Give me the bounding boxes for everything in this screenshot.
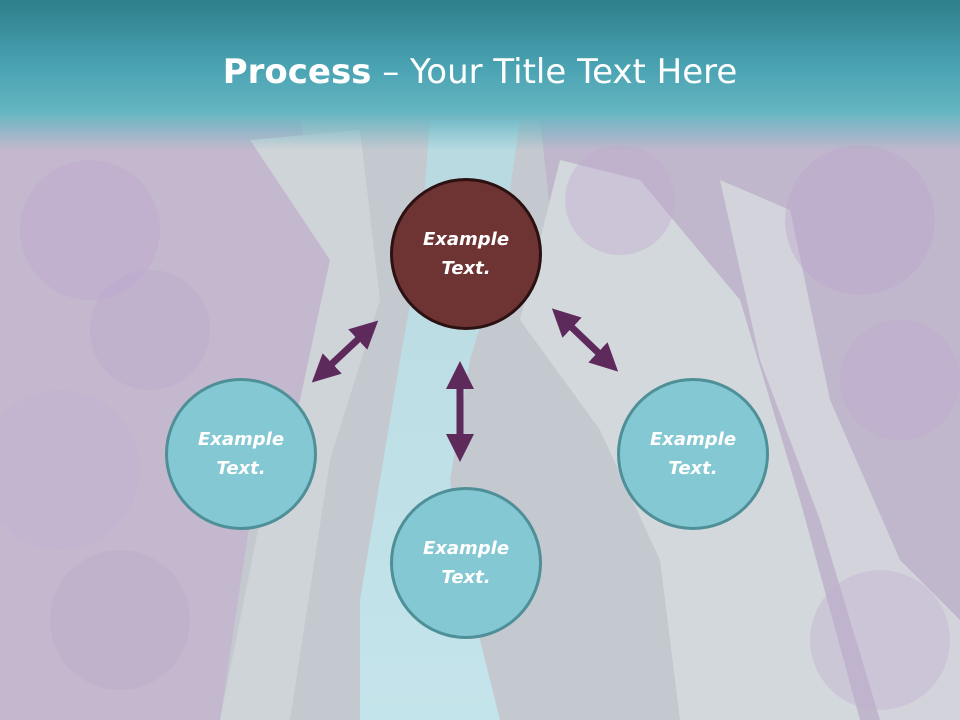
node-bottom-label: Example Text. bbox=[422, 538, 510, 588]
node-right-label: Example Text. bbox=[649, 429, 737, 479]
node-left-label: Example Text. bbox=[197, 429, 285, 479]
node-right: Example Text. bbox=[617, 378, 769, 530]
title-bar bbox=[0, 0, 960, 150]
double-arrow-right bbox=[551, 308, 619, 372]
slide-title: Process – Your Title Text Here bbox=[0, 52, 960, 92]
node-center: Example Text. bbox=[390, 178, 542, 330]
title-bold: Process bbox=[222, 52, 372, 92]
double-arrow-left bbox=[311, 320, 379, 383]
node-bottom: Example Text. bbox=[390, 487, 542, 639]
node-center-label: Example Text. bbox=[422, 229, 510, 279]
node-left: Example Text. bbox=[165, 378, 317, 530]
title-rest: – Your Title Text Here bbox=[371, 52, 738, 92]
